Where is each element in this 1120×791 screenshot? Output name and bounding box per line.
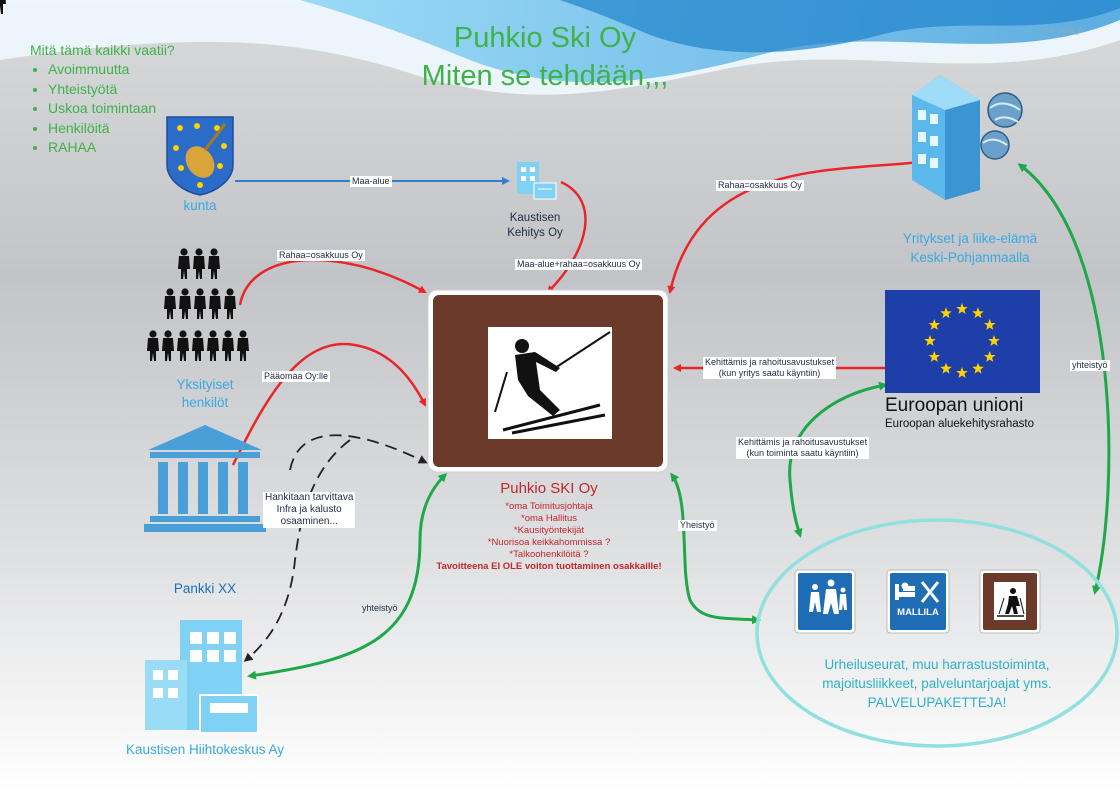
- hiking-service-sign-icon: [794, 569, 856, 634]
- node-yritykset-line: Keski-Pohjanmaalla: [910, 250, 1030, 265]
- puhkio-goal: Tavoitteena EI OLE voiton tuottaminen os…: [436, 561, 662, 572]
- services-line: PALVELUPAKETTEJA!: [867, 695, 1007, 710]
- needs-list: Avoimmuutta Yhteistyötä Uskoa toimintaan…: [28, 60, 156, 158]
- edge-label-hankitaan: Hankitaan tarvittava Infra ja kalusto os…: [263, 492, 356, 528]
- edge-label-yheistyo-mid: Yheistyö: [678, 520, 717, 531]
- puhkio-detail-line: *oma Toimitusjohtaja: [505, 501, 593, 512]
- puhkio-detail-line: *Talkoohenkilöitä ?: [509, 549, 589, 560]
- eu-name: Euroopan unioni: [885, 395, 1024, 416]
- puhkio-detail-line: *oma Hallitus: [521, 513, 577, 524]
- edge-yheistyo-mid: [670, 472, 761, 625]
- edge-label-line: Kehittämis ja rahoitusavustukset: [738, 437, 868, 447]
- edge-hankitaan-to-puhkio: [289, 434, 428, 471]
- node-yritykset-label: Yritykset ja liike-elämä Keski-Pohjanmaa…: [880, 229, 1060, 267]
- edge-label-yhteistyo-right: yhteistyö: [1070, 360, 1110, 371]
- edge-label-line: (kun toiminta saatu käyntiin): [746, 448, 859, 458]
- edge-label-maa-alue-rahaa: Maa-alue+rahaa=osakkuus Oy: [515, 259, 643, 270]
- eu-fund-name: Euroopan aluekehitysrahasto: [885, 418, 1034, 430]
- edge-label-line: Infra ja kalusto: [276, 504, 342, 515]
- services-line: Urheiluseurat, muu harrastustoiminta,: [824, 657, 1050, 672]
- eu-star-icon: [972, 307, 984, 319]
- edge-label-line: (kun yritys saatu käyntiin): [718, 368, 821, 378]
- lodging-restaurant-sign-icon: [886, 569, 950, 634]
- kehitys-building-icon: [517, 162, 557, 200]
- bank-icon: [144, 425, 266, 532]
- edge-eu-to-services: [788, 381, 888, 538]
- node-hiihtokeskus-label: Kaustisen Hiihtokeskus Ay: [125, 742, 285, 757]
- hiihtokeskus-building-icon: [145, 620, 259, 734]
- service-sign-text: MALLILA: [897, 607, 939, 618]
- edge-kehitys-to-puhkio: [546, 180, 587, 294]
- yritykset-building-icon: [912, 75, 1023, 200]
- eu-star-icon: [928, 319, 940, 330]
- edge-label-paaoma: Pääomaa Oy:lle: [262, 371, 331, 382]
- puhkio-detail-line: *Kausityöntekijät: [513, 525, 585, 536]
- eu-star-icon: [984, 319, 996, 330]
- edge-label-line: Hankitaan tarvittava: [265, 492, 354, 503]
- eu-star-icon: [972, 362, 984, 374]
- node-pankki-label: Pankki XX: [173, 581, 237, 596]
- node-yksityiset-label: Yksityiset henkilöt: [150, 376, 260, 412]
- node-yritykset-line: Yritykset ja liike-elämä: [902, 231, 1038, 246]
- edge-label-maa-alue: Maa-alue: [350, 176, 392, 187]
- title-line-1: Puhkio Ski Oy: [453, 22, 637, 54]
- ski-service-sign-icon: [979, 569, 1041, 634]
- edge-pankki-to-puhkio: [231, 342, 427, 466]
- needs-item: Avoimmuutta: [48, 60, 156, 80]
- eu-star-icon: [928, 351, 940, 362]
- eu-star-icon: [988, 335, 1000, 346]
- puhkio-ski-sign-icon: [427, 289, 669, 473]
- eu-star-icon: [924, 335, 936, 346]
- edge-hankitaan-to-hiihtokeskus: [243, 439, 351, 662]
- edge-label-eu-funding: Kehittämis ja rahoitusavustukset (kun yr…: [703, 357, 837, 379]
- edge-label-line: osaaminen...: [280, 516, 338, 527]
- needs-item: Yhteistyötä: [48, 80, 156, 100]
- edge-label-yhteistyo-left: yhteistyö: [362, 603, 398, 613]
- doc-tag: JLÅ_2022_9: [1043, 28, 1083, 35]
- services-line: majoitusliikkeet, palveluntarjoajat yms.: [822, 676, 1052, 691]
- eu-star-icon: [956, 367, 968, 378]
- needs-item: Uskoa toimintaan: [48, 99, 156, 119]
- services-ellipse: [755, 518, 1119, 748]
- needs-item: Henkilöitä: [48, 119, 156, 139]
- people-pyramid-icon: [0, 0, 249, 361]
- node-yksityiset-line: Yksityiset: [176, 377, 234, 392]
- title-line-2: Miten se tehdään,,,: [421, 60, 669, 92]
- edge-label-eu-funding-2: Kehittämis ja rahoitusavustukset (kun to…: [736, 437, 870, 459]
- needs-item: RAHAA: [48, 138, 156, 158]
- node-kehitys-line: Kaustisen: [509, 212, 561, 224]
- node-kehitys-line: Kehitys Oy: [507, 227, 563, 239]
- kunta-coat-of-arms-icon: [166, 116, 234, 196]
- node-yksityiset-line: henkilöt: [181, 395, 229, 410]
- puhkio-title: Puhkio SKI Oy: [500, 480, 598, 497]
- eu-star-icon: [984, 351, 996, 362]
- edge-label-rahaa-yksityiset: Rahaa=osakkuus Oy: [277, 250, 365, 261]
- node-kehitys-label: Kaustisen Kehitys Oy: [490, 211, 580, 241]
- eu-star-icon: [956, 303, 968, 314]
- puhkio-details: *oma Toimitusjohtaja *oma Hallitus *Kaus…: [419, 501, 679, 573]
- edge-label-rahaa-yritykset: Rahaa=osakkuus Oy: [716, 180, 804, 191]
- eu-flag-icon: [885, 290, 1040, 393]
- puhkio-detail-line: *Nuorisoa keikkahommissa ?: [487, 537, 611, 548]
- services-description: Urheiluseurat, muu harrastustoiminta, ma…: [777, 655, 1097, 712]
- edge-yhteistyo-left: [247, 472, 448, 680]
- edge-label-line: Kehittämis ja rahoitusavustukset: [705, 357, 835, 367]
- eu-star-icon: [940, 307, 952, 319]
- eu-star-icon: [940, 362, 952, 374]
- edge-yksityiset-to-puhkio: [238, 258, 427, 306]
- needs-title: Mitä tämä kaikki vaatii?: [30, 42, 175, 58]
- node-kunta-label: kunta: [183, 198, 217, 213]
